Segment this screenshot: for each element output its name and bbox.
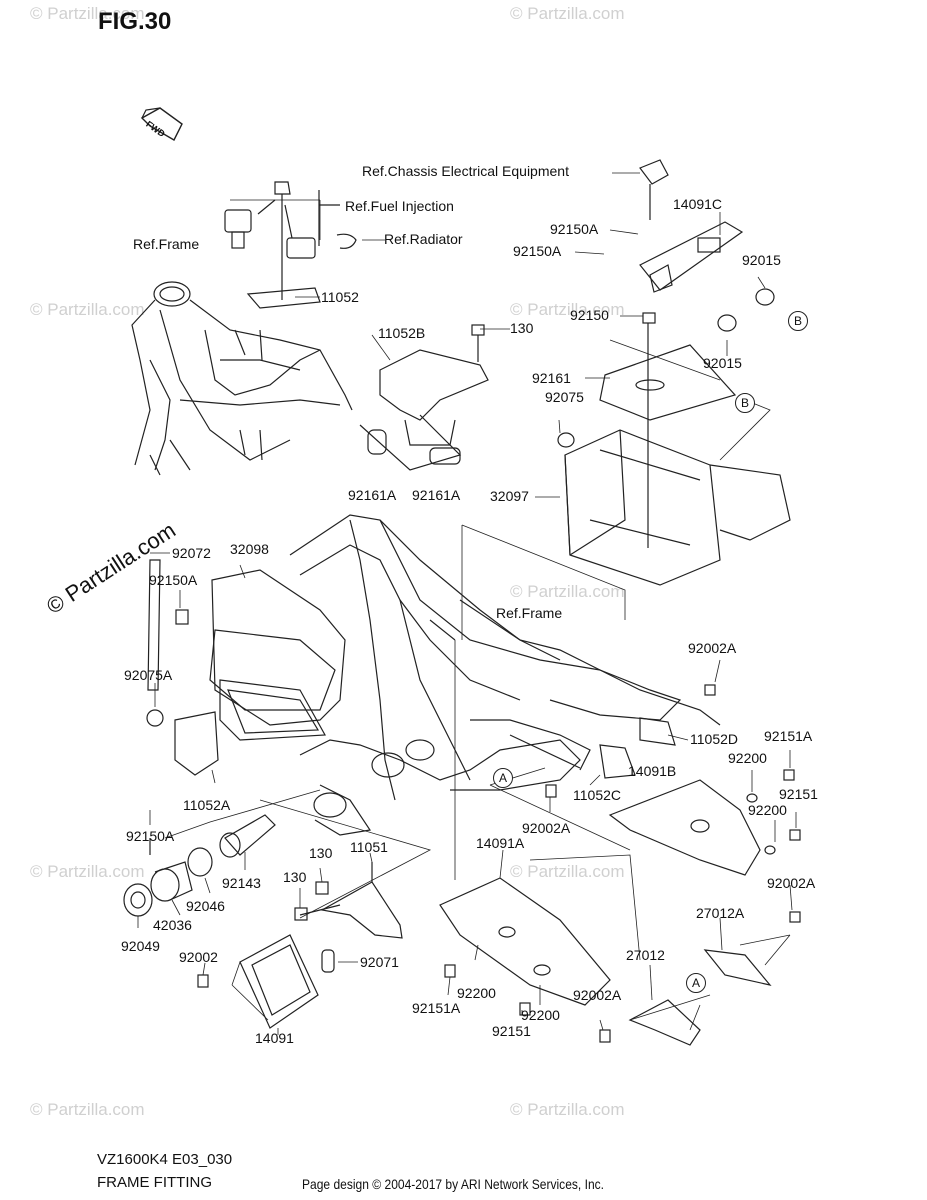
part-label-92002a[interactable]: 92002A <box>688 640 737 656</box>
part-label-92071[interactable]: 92071 <box>360 954 399 970</box>
watermark: © Partzilla.com <box>30 1100 145 1119</box>
ref-frame-top[interactable]: Ref.Frame <box>133 236 200 252</box>
part-label-92150[interactable]: 92150 <box>570 307 609 323</box>
ref-radiator[interactable]: Ref.Radiator <box>384 231 463 247</box>
watermark: © Partzilla.com <box>510 300 625 319</box>
part-label-92200[interactable]: 92200 <box>457 985 496 1001</box>
part-label-11051[interactable]: 11051 <box>350 839 388 855</box>
part-label-11052d[interactable]: 11052D <box>690 731 739 747</box>
part-label-92002[interactable]: 92002 <box>179 949 218 965</box>
part-label-92075a[interactable]: 92075A <box>124 667 173 683</box>
part-label-92150a[interactable]: 92150A <box>550 221 599 237</box>
part-label-32098[interactable]: 32098 <box>230 541 269 557</box>
part-label-92161a[interactable]: 92161A <box>412 487 461 503</box>
part-label-92015[interactable]: 92015 <box>742 252 781 268</box>
part-label-92002a[interactable]: 92002A <box>767 875 816 891</box>
part-label-130[interactable]: 130 <box>283 869 307 885</box>
ref-fuel-injection[interactable]: Ref.Fuel Injection <box>345 198 454 214</box>
fwd-arrow-icon <box>140 107 183 141</box>
part-label-27012[interactable]: 27012 <box>626 947 665 963</box>
watermark: © Partzilla.com <box>510 4 625 23</box>
ref-marker-a: A <box>686 973 706 993</box>
part-label-92151a[interactable]: 92151A <box>412 1000 461 1016</box>
bracket-11052c-d <box>509 717 676 798</box>
page-credit: Page design © 2004-2017 by ARI Network S… <box>302 1176 605 1192</box>
main-frame <box>289 514 721 836</box>
part-label-130[interactable]: 130 <box>309 845 333 861</box>
figure-number: FIG.30 <box>98 8 172 35</box>
frame-head-section <box>131 281 353 476</box>
ref-marker-b: B <box>735 393 755 413</box>
watermark: © Partzilla.com <box>510 1100 625 1119</box>
part-label-14091[interactable]: 14091 <box>255 1030 294 1046</box>
ref-marker-b: B <box>788 311 808 331</box>
part-label-92200[interactable]: 92200 <box>521 1007 560 1023</box>
ref-chassis-electrical[interactable]: Ref.Chassis Electrical Equipment <box>362 163 569 179</box>
part-label-92002a[interactable]: 92002A <box>573 987 622 1003</box>
battery-box-32097 <box>557 429 791 586</box>
part-label-92151[interactable]: 92151 <box>492 1023 531 1039</box>
watermark: © Partzilla.com <box>30 300 145 319</box>
ref-marker-a: A <box>493 768 513 788</box>
part-label-92150a[interactable]: 92150A <box>126 828 175 844</box>
part-label-92150a[interactable]: 92150A <box>149 572 198 588</box>
part-label-92151[interactable]: 92151 <box>779 786 818 802</box>
bracket-11051 <box>294 862 403 939</box>
section-title: FRAME FITTING <box>97 1174 212 1191</box>
part-label-11052a[interactable]: 11052A <box>183 797 231 813</box>
part-label-92049[interactable]: 92049 <box>121 938 160 954</box>
bracket-27012 <box>599 949 772 1046</box>
part-label-92161a[interactable]: 92161A <box>348 487 397 503</box>
part-label-92200[interactable]: 92200 <box>748 802 787 818</box>
part-label-14091a[interactable]: 14091A <box>476 835 525 851</box>
part-label-92002a[interactable]: 92002A <box>522 820 571 836</box>
battery-tray-cover <box>599 159 775 548</box>
part-label-92072[interactable]: 92072 <box>172 545 211 561</box>
part-label-42036[interactable]: 42036 <box>153 917 192 933</box>
side-cover-32098 <box>146 559 346 855</box>
part-label-92075[interactable]: 92075 <box>545 389 584 405</box>
watermark: © Partzilla.com <box>510 582 625 601</box>
model-code: VZ1600K4 E03_030 <box>97 1151 233 1168</box>
part-label-92143[interactable]: 92143 <box>222 875 261 891</box>
part-label-11052c[interactable]: 11052C <box>573 787 622 803</box>
ref-frame-mid[interactable]: Ref.Frame <box>496 605 563 621</box>
part-label-14091b[interactable]: 14091B <box>628 763 677 779</box>
part-label-32097[interactable]: 32097 <box>490 488 529 504</box>
cover-14091 <box>197 934 335 1029</box>
part-label-92046[interactable]: 92046 <box>186 898 225 914</box>
part-label-92200[interactable]: 92200 <box>728 750 767 766</box>
part-label-92150a[interactable]: 92150A <box>513 243 562 259</box>
cover-14091a <box>439 877 611 1016</box>
part-label-11052[interactable]: 11052 <box>321 289 359 305</box>
part-label-11052b[interactable]: 11052B <box>378 325 426 341</box>
part-label-14091c[interactable]: 14091C <box>673 196 723 212</box>
watermark: © Partzilla.com <box>30 862 145 881</box>
part-label-27012a[interactable]: 27012A <box>696 905 745 921</box>
part-label-130[interactable]: 130 <box>510 320 534 336</box>
watermark: © Partzilla.com <box>510 862 625 881</box>
watermark: © Partzilla.com <box>30 4 145 23</box>
part-label-92015[interactable]: 92015 <box>703 355 742 371</box>
part-label-92151a[interactable]: 92151A <box>764 728 813 744</box>
bracket-11052b <box>359 324 489 471</box>
cover-14091b <box>608 684 801 923</box>
part-label-92161[interactable]: 92161 <box>532 370 571 386</box>
